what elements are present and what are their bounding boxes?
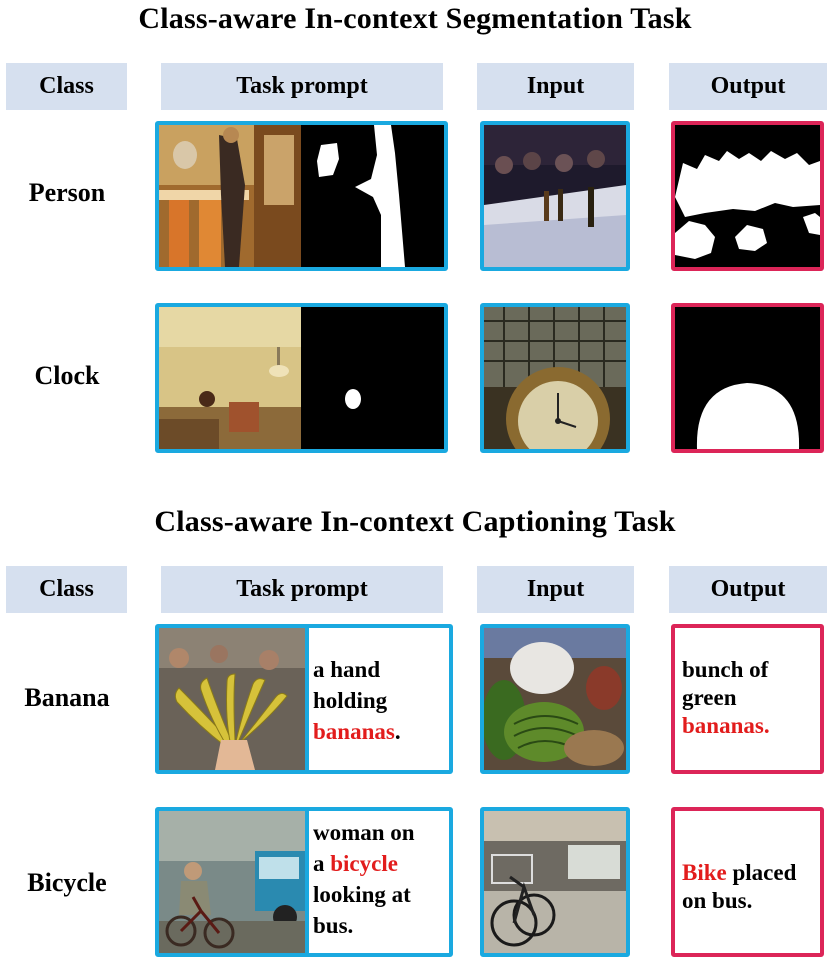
seg-person-output-mask [671,121,824,271]
cap-header-class: Class [6,566,127,613]
seg-clock-output-mask [671,303,824,453]
seg-header-output: Output [669,63,827,110]
person-output-mask-shape [675,125,820,267]
seg-clock-prompt-image [155,303,448,453]
cap-banana-output: bunch of green bananas. [671,624,824,774]
prompt-divider [305,628,309,770]
cap-bicycle-input-image [480,807,630,957]
captioning-title: Class-aware In-context Captioning Task [154,505,676,538]
seg-row-class-person: Person [28,178,106,207]
cap-bicycle-output: Bike placed on bus. [671,807,824,957]
seg-person-input-image [480,121,630,271]
seg-header-input: Input [477,63,634,110]
seg-header-class: Class [6,63,127,110]
banana-output-caption: bunch of green bananas. [682,657,770,738]
cap-header-output: Output [669,566,827,613]
bicycle-prompt-photo [159,811,305,953]
cap-header-input: Input [477,566,634,613]
segmentation-title: Class-aware In-context Segmentation Task [138,2,692,35]
banana-prompt-caption: a hand holding bananas. [313,657,401,744]
seg-header-task-prompt: Task prompt [161,63,443,110]
person-prompt-photo-and-mask [159,125,444,267]
cap-header-task-prompt: Task prompt [161,566,443,613]
cap-bicycle-prompt: woman on a bicycle looking at bus. [155,807,453,957]
cap-row-class-banana: Banana [24,683,110,712]
seg-row-class-clock: Clock [34,361,100,390]
cap-banana-input-image [480,624,630,774]
banana-input-photo [484,628,626,770]
person-input-photo [484,125,626,267]
cap-banana-prompt: a hand holding bananas. [155,624,453,774]
banana-prompt-photo [159,628,305,770]
clock-output-mask-shape [675,307,820,449]
seg-clock-input-image [480,303,630,453]
bicycle-output-caption: Bike placed on bus. [682,860,797,913]
prompt-divider [305,811,309,953]
cap-row-class-bicycle: Bicycle [27,868,107,897]
clock-input-photo [484,307,626,449]
seg-person-prompt-image [155,121,448,271]
clock-prompt-photo-and-mask [159,307,444,449]
bicycle-prompt-caption: woman on a bicycle looking at bus. [313,820,415,938]
bicycle-input-photo [484,811,626,953]
